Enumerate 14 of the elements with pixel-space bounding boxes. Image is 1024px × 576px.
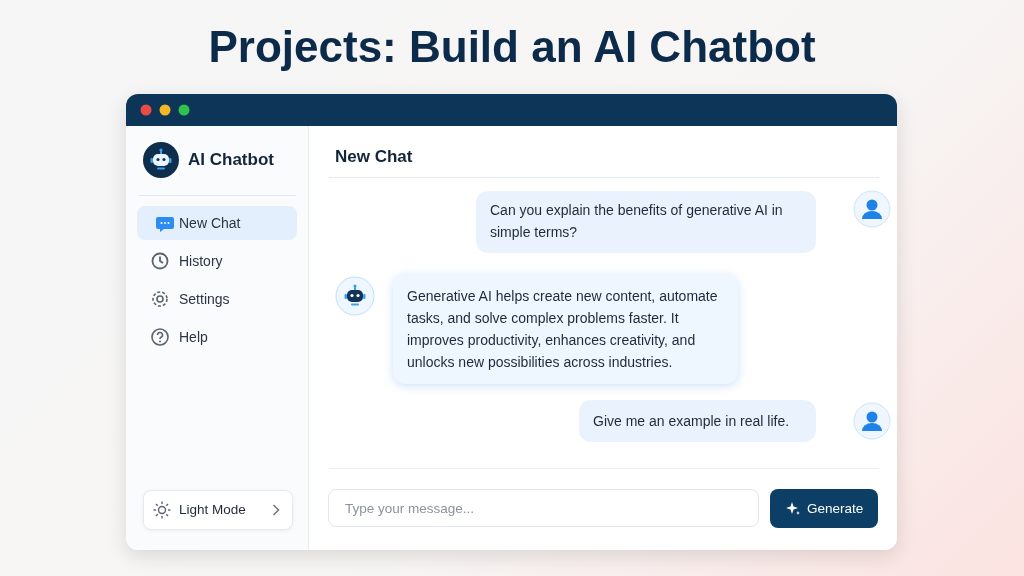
bot-message-bubble: Generative AI helps create new content, automate tasks, and solve complex problems faster. It improves productivity, enhances creativity, and unlocks new possibilities across industries.: [393, 274, 738, 384]
message-input-field: Type your message...: [328, 489, 759, 527]
user-message-bubble: Give me an example in real life.: [579, 400, 816, 442]
user-message-bubble: Can you explain the benefits of generative AI in simple terms?: [476, 191, 816, 253]
light-mode-button: Light Mode: [143, 490, 293, 530]
nav-item: History: [179, 253, 223, 269]
generate-button: Generate: [770, 489, 878, 528]
nav-item: Help: [179, 329, 208, 345]
nav-label: New Chat: [179, 215, 241, 231]
chat-heading: New Chat: [335, 147, 413, 167]
nav-item: Settings: [179, 291, 230, 307]
nav-item-selected: [137, 206, 297, 240]
app-name: AI Chatbot: [188, 150, 274, 170]
page-title: Projects: Build an AI Chatbot: [207, 22, 817, 72]
